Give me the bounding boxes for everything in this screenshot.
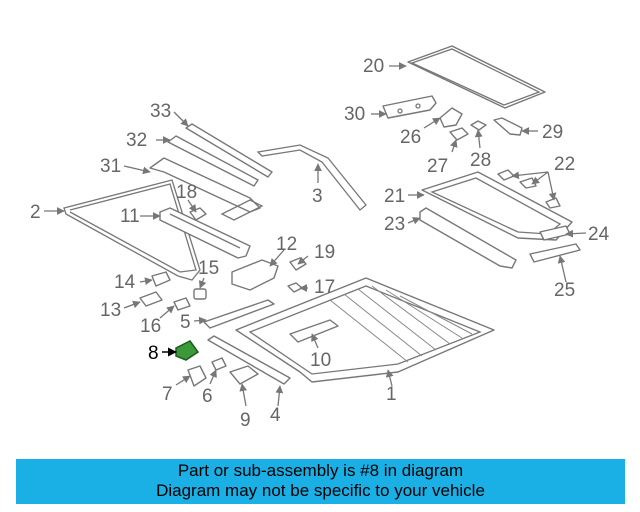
part-7-bracket — [187, 365, 207, 387]
callout-18: 18 — [176, 182, 197, 203]
part-2-seal-loop — [63, 179, 201, 281]
callout-24: 24 — [588, 224, 610, 245]
part-31-seal — [149, 157, 261, 213]
callout-15: 15 — [198, 258, 219, 279]
part-14-clip — [151, 271, 171, 287]
part-17-cap — [287, 282, 303, 293]
part-20-glass-panel — [407, 45, 546, 109]
callout-26: 26 — [400, 127, 421, 148]
callout-12: 12 — [276, 234, 297, 255]
callout-27: 27 — [427, 156, 448, 177]
part-22-clip-c — [545, 197, 561, 209]
part-4-lower-rail — [207, 335, 291, 385]
callout-23: 23 — [384, 214, 405, 235]
callout-10: 10 — [310, 350, 331, 371]
drain-hook — [220, 199, 264, 221]
part-15-bushing — [193, 288, 207, 300]
part-6-bushing — [211, 357, 227, 371]
callout-1: 1 — [386, 384, 397, 405]
banner-line-2: Diagram may not be specific to your vehi… — [156, 481, 485, 500]
part-3-rear-seal — [256, 144, 367, 211]
callout-32: 32 — [126, 130, 147, 151]
callout-25: 25 — [554, 280, 575, 301]
callout-33: 33 — [150, 101, 171, 122]
info-banner: Part or sub-assembly is #8 in diagram Di… — [16, 459, 625, 504]
callout-8[interactable]: 8 — [148, 343, 159, 364]
callout-28: 28 — [470, 150, 491, 171]
callout-9: 9 — [240, 410, 251, 431]
callout-3: 3 — [312, 186, 323, 207]
part-12-bracket — [231, 259, 279, 291]
callout-20: 20 — [363, 56, 384, 77]
callout-30: 30 — [344, 104, 365, 125]
part-10-crossmember — [289, 319, 339, 343]
part-11-side-bracket — [159, 207, 251, 259]
part-16-block — [173, 297, 191, 311]
leader-lines — [44, 62, 587, 407]
callout-13: 13 — [100, 300, 121, 321]
part-29-link — [493, 117, 523, 136]
callout-29: 29 — [542, 122, 563, 143]
part-26-clip — [439, 107, 463, 128]
callout-22: 22 — [554, 154, 575, 175]
callout-11: 11 — [120, 206, 140, 227]
callout-31: 31 — [100, 156, 121, 177]
callout-16: 16 — [140, 316, 161, 337]
part-9-bracket — [229, 365, 259, 385]
part-5-guide-rail — [203, 299, 275, 329]
callout-5: 5 — [180, 312, 191, 333]
part-27-clip — [449, 127, 469, 141]
callout-7: 7 — [162, 384, 173, 405]
callout-17: 17 — [314, 277, 335, 298]
callout-2: 2 — [30, 202, 41, 223]
callout-4: 4 — [270, 405, 281, 426]
callout-6: 6 — [202, 386, 213, 407]
callout-19: 19 — [314, 242, 335, 263]
part-30-bracket — [382, 95, 437, 119]
part-1-housing — [235, 277, 495, 383]
part-13-block — [139, 291, 163, 307]
part-32-rail — [167, 135, 259, 187]
part-25-strip — [529, 243, 581, 263]
callout-14: 14 — [114, 272, 136, 293]
banner-line-1: Part or sub-assembly is #8 in diagram — [177, 461, 464, 480]
part-33-weatherstrip — [185, 123, 273, 178]
part-22-clip-a — [497, 169, 515, 181]
part-28-cap — [470, 120, 487, 131]
part-8-highlighted[interactable] — [175, 340, 200, 361]
callout-21: 21 — [384, 186, 405, 207]
